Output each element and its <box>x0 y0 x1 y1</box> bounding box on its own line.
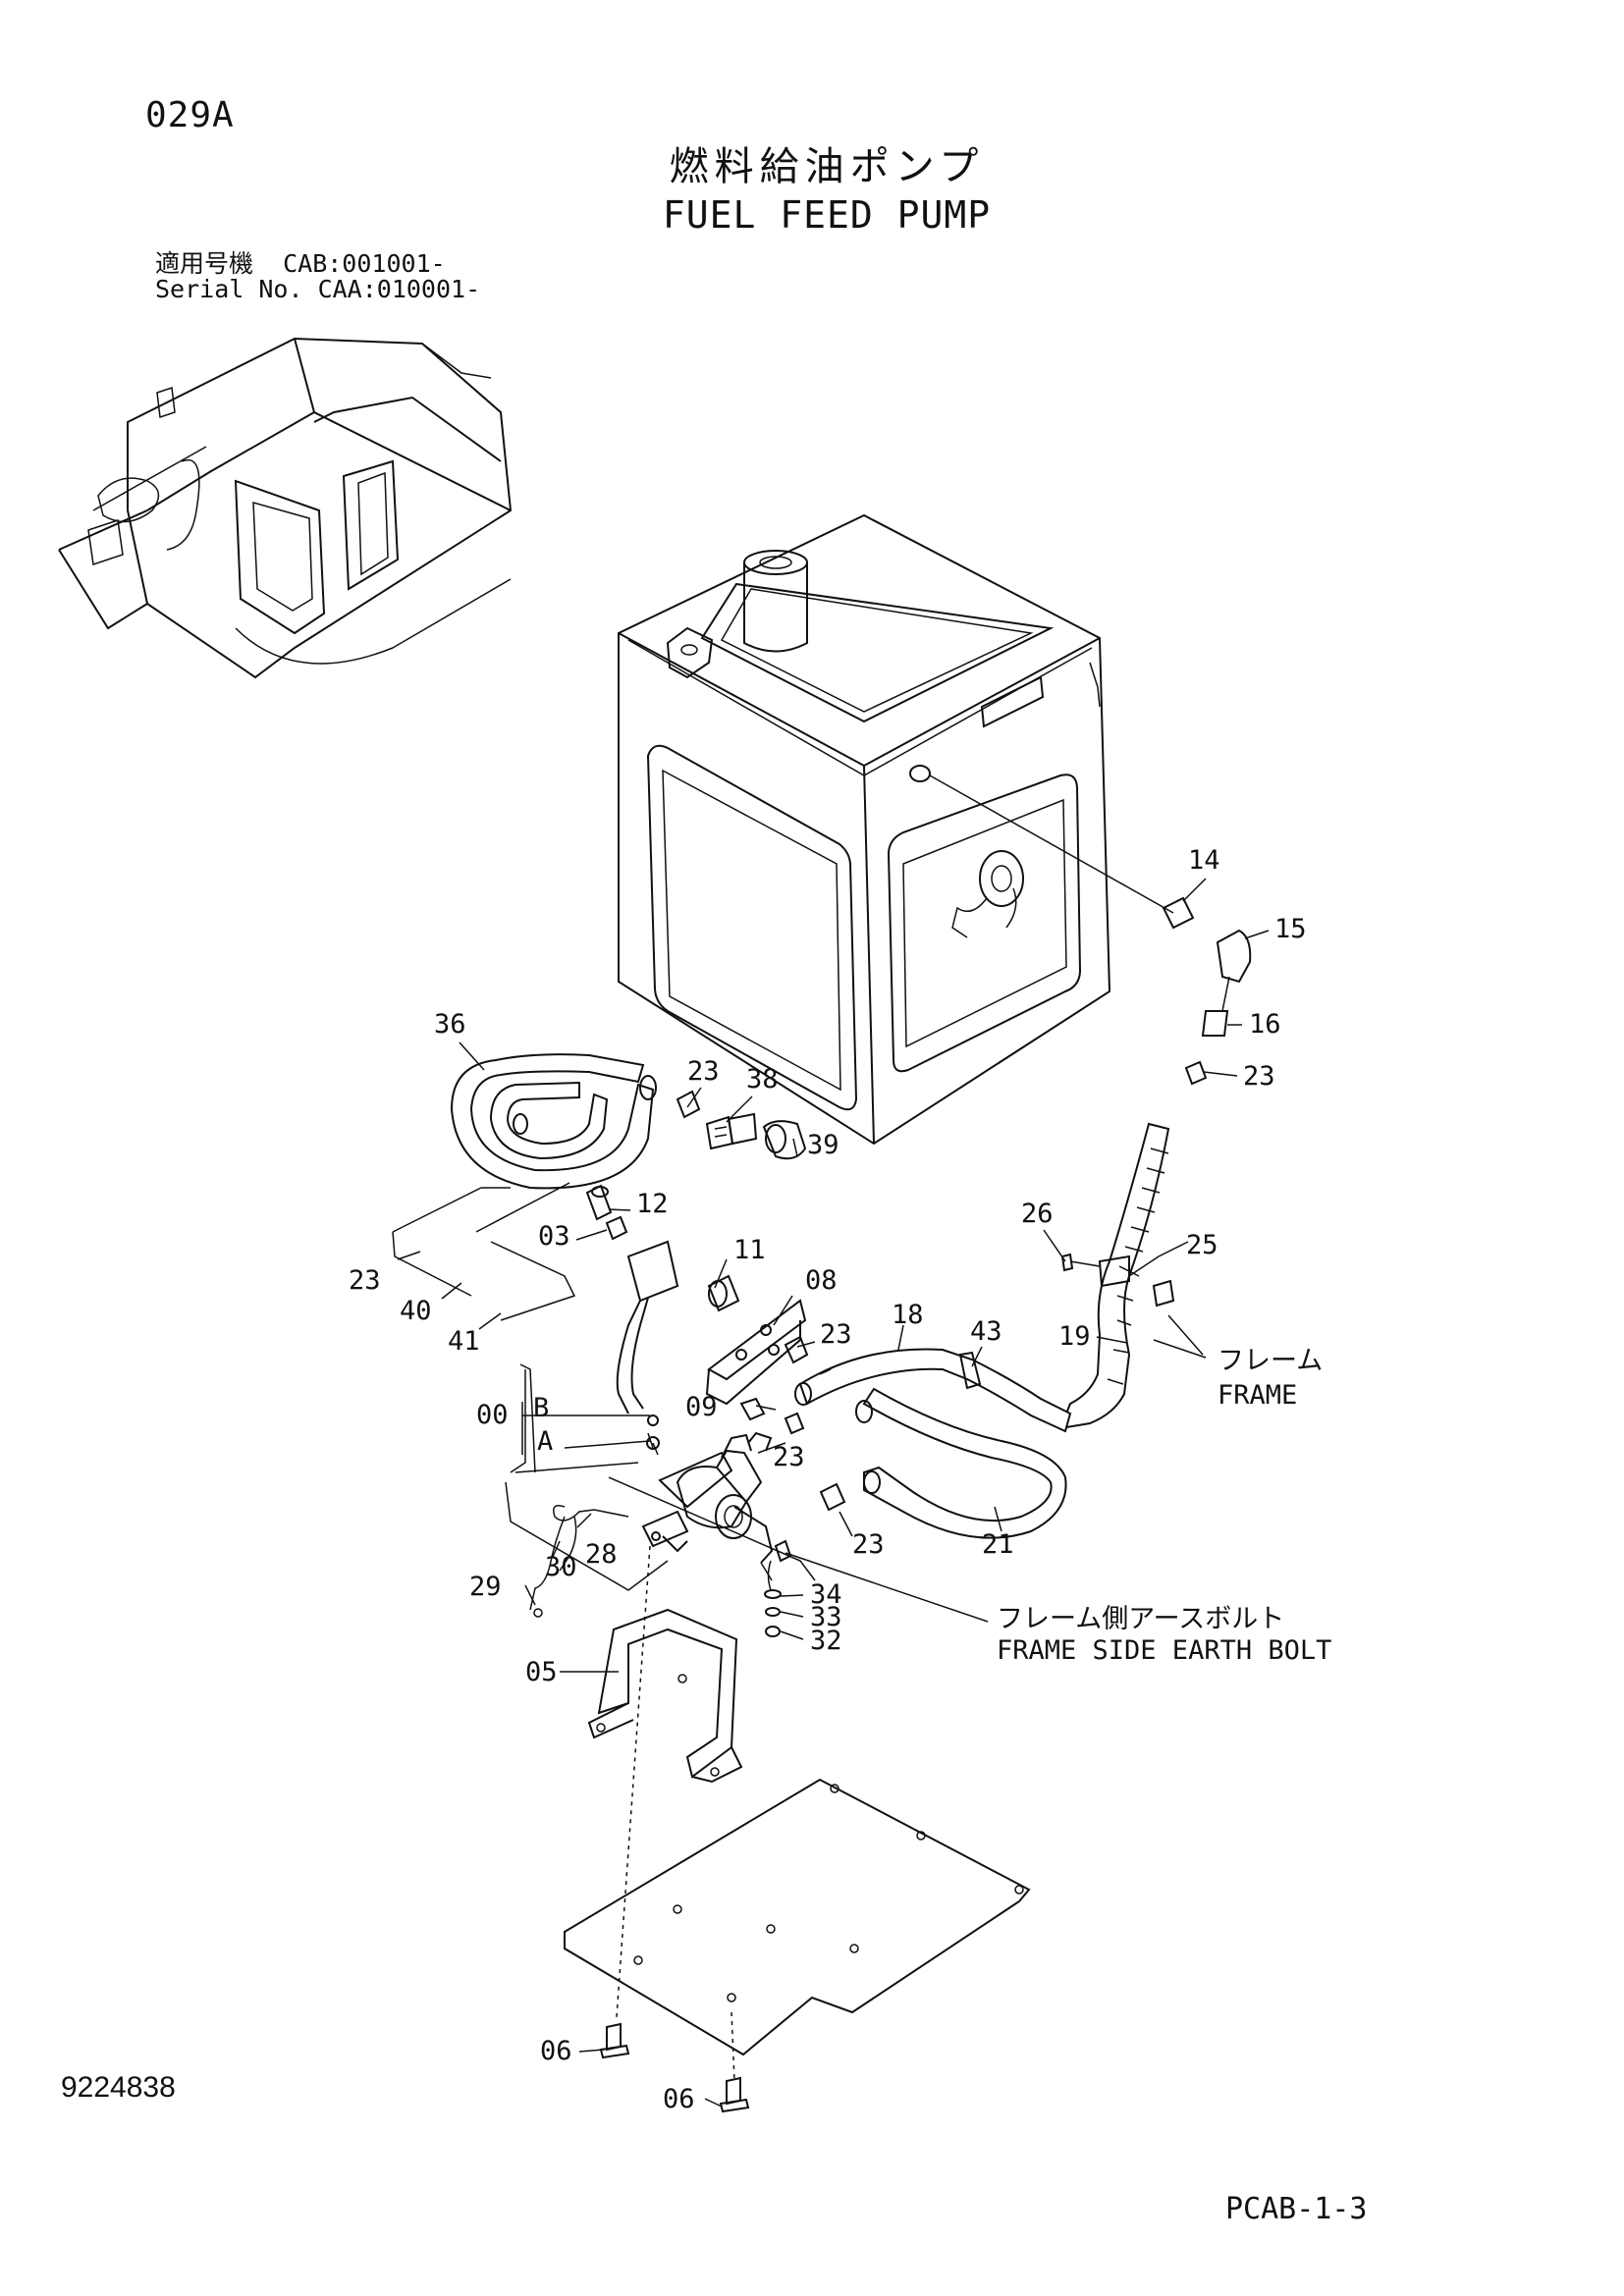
title-english: FUEL FEED PUMP <box>662 193 992 237</box>
callout-labels: 14 15 16 23 26 25 19 36 23 38 39 12 03 1… <box>349 845 1331 2114</box>
callout-19: 19 <box>1058 1321 1091 1352</box>
callout-23-hose: 23 <box>852 1529 885 1560</box>
callout-32: 32 <box>810 1626 842 1656</box>
callout-11: 11 <box>733 1235 766 1265</box>
fuel-tank-icon <box>618 513 1111 1146</box>
leader-lines <box>397 878 1270 2108</box>
page-code: 029A <box>145 95 235 135</box>
callout-15: 15 <box>1274 914 1307 944</box>
callout-30: 30 <box>545 1552 577 1582</box>
callout-36: 36 <box>434 1009 466 1040</box>
note-earth-bolt-jp: フレーム側アースボルト <box>997 1604 1284 1634</box>
callout-00: 00 <box>476 1400 509 1430</box>
callout-39: 39 <box>807 1130 839 1160</box>
callout-16: 16 <box>1249 1009 1281 1040</box>
callout-A: A <box>537 1426 553 1457</box>
callout-43: 43 <box>970 1316 1002 1347</box>
callout-33: 33 <box>810 1602 842 1632</box>
note-frame-en: FRAME <box>1218 1380 1297 1411</box>
note-frame-jp: フレーム <box>1218 1346 1323 1376</box>
callout-41: 41 <box>448 1326 480 1357</box>
callout-06-left: 06 <box>540 2036 572 2066</box>
serial-english: Serial No. CAA:010001- <box>155 275 481 303</box>
sheet-reference: PCAB-1-3 <box>1225 2192 1368 2226</box>
callout-38: 38 <box>746 1064 779 1095</box>
mount-bracket <box>587 1608 743 1784</box>
hose-group <box>739 1348 1072 1539</box>
callout-21: 21 <box>982 1529 1014 1560</box>
group-outlines <box>392 1182 816 1591</box>
callout-12: 12 <box>636 1189 669 1219</box>
callout-08: 08 <box>805 1265 838 1296</box>
note-earth-bolt-en: FRAME SIDE EARTH BOLT <box>997 1635 1331 1666</box>
floor-bolts <box>599 1545 750 2113</box>
callout-28: 28 <box>585 1539 618 1570</box>
callout-B: B <box>533 1393 549 1423</box>
callout-09: 09 <box>685 1392 718 1422</box>
callout-23-coil: 23 <box>687 1056 720 1087</box>
callout-05: 05 <box>525 1657 558 1687</box>
callout-25: 25 <box>1186 1230 1218 1260</box>
callout-40: 40 <box>400 1296 432 1326</box>
floor-plate-icon <box>564 1778 1031 2056</box>
tank-outlet-line <box>929 774 1252 1430</box>
callout-23-left: 23 <box>349 1265 381 1296</box>
callout-03: 03 <box>538 1221 570 1252</box>
hose-coil-icon <box>450 1053 657 1190</box>
callout-18: 18 <box>892 1300 924 1330</box>
excavator-overview-icon <box>58 337 513 679</box>
callout-06-right: 06 <box>663 2084 695 2114</box>
serial-japanese: 適用号機 CAB:001001- <box>155 249 446 278</box>
bracket-icon <box>616 1240 809 1415</box>
drawing-number: 9224838 <box>61 2071 176 2104</box>
title-japanese: 燃料給油ポンプ <box>669 144 985 189</box>
callout-26: 26 <box>1021 1199 1054 1229</box>
callout-29: 29 <box>469 1572 502 1602</box>
callout-23-pump: 23 <box>773 1442 805 1472</box>
fuel-pump-icon <box>641 1415 774 1581</box>
fitting-group-upper <box>585 1090 807 1312</box>
callout-34: 34 <box>810 1579 842 1610</box>
callout-14: 14 <box>1188 845 1220 876</box>
callout-23-tank: 23 <box>1243 1061 1275 1092</box>
callout-23-plate: 23 <box>820 1319 852 1350</box>
